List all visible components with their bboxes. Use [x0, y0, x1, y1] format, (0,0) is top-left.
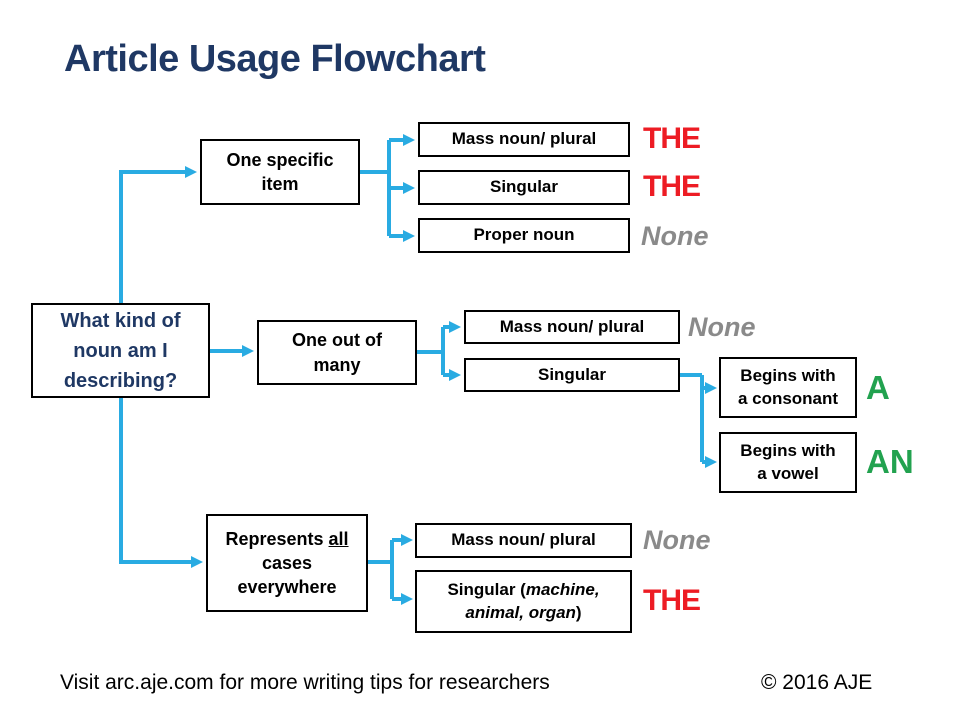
node-singular-1: Singular — [418, 170, 630, 205]
node-singular-machine-text: Singular ( — [447, 579, 526, 599]
node-question-line: describing? — [63, 369, 178, 392]
node-represents-line: everywhere — [237, 577, 337, 598]
node-singular-machine-line: Singular (machine, — [447, 579, 599, 602]
node-begins-vowel-line: Begins with — [740, 440, 836, 460]
node-one-out-of-many: One out of many — [257, 320, 417, 385]
node-singular-machine-italic: machine, — [525, 579, 600, 599]
connector-question-to-represents — [119, 398, 203, 568]
node-represents-underlined: all — [328, 528, 349, 549]
connector-represents-trunk — [368, 540, 394, 599]
answer-none-3: None — [643, 524, 711, 555]
node-one-specific-line: item — [261, 174, 299, 194]
answer-none-2: None — [688, 311, 756, 342]
node-one-specific-item: One specific item — [200, 139, 360, 205]
node-represents-line: cases — [261, 552, 313, 573]
answer-none-1: None — [641, 220, 709, 251]
connector-singular-trunk — [680, 373, 704, 462]
node-singular-machine-italic: animal, organ — [465, 602, 576, 622]
node-question: What kind of noun am I describing? — [31, 303, 210, 398]
answer-the-1: THE — [643, 122, 701, 155]
node-represents-line: Represents all — [225, 527, 348, 551]
answer-the-3: THE — [643, 584, 701, 617]
answer-the-2: THE — [643, 170, 701, 203]
answer-a: A — [866, 369, 890, 406]
connector-question-to-one-specific — [119, 166, 197, 303]
node-proper-noun: Proper noun — [418, 218, 630, 253]
node-begins-consonant: Begins with a consonant — [719, 357, 857, 418]
node-one-out-line: many — [313, 354, 361, 375]
node-singular-2: Singular — [464, 358, 680, 392]
node-mass-noun-plural-1: Mass noun/ plural — [418, 122, 630, 157]
node-question-line: What kind of — [60, 309, 181, 332]
node-mass-noun-plural-3: Mass noun/ plural — [415, 523, 632, 558]
answer-an: AN — [866, 443, 914, 480]
node-singular-machine-line: animal, organ) — [465, 602, 581, 625]
node-begins-vowel: Begins with a vowel — [719, 432, 857, 493]
connector-one-specific-trunk — [360, 140, 391, 236]
node-begins-consonant-line: Begins with — [740, 365, 836, 385]
node-represents-text: Represents — [225, 528, 329, 549]
node-question-line: noun am I — [73, 339, 168, 362]
node-represents-all: Represents all cases everywhere — [206, 514, 368, 612]
connector-one-out-trunk — [417, 327, 445, 375]
node-mass-noun-plural-2: Mass noun/ plural — [464, 310, 680, 344]
node-one-out-line: One out of — [292, 330, 382, 351]
node-begins-vowel-line: a vowel — [757, 463, 819, 483]
footer-tagline: Visit arc.aje.com for more writing tips … — [60, 671, 550, 694]
page-title: Article Usage Flowchart — [64, 38, 486, 80]
node-one-specific-line: One specific — [226, 149, 334, 170]
footer-copyright: © 2016 AJE — [761, 671, 873, 694]
node-singular-machine-text: ) — [575, 602, 582, 622]
node-begins-consonant-line: a consonant — [737, 388, 839, 408]
node-singular-machine: Singular (machine, animal, organ) — [415, 570, 632, 633]
